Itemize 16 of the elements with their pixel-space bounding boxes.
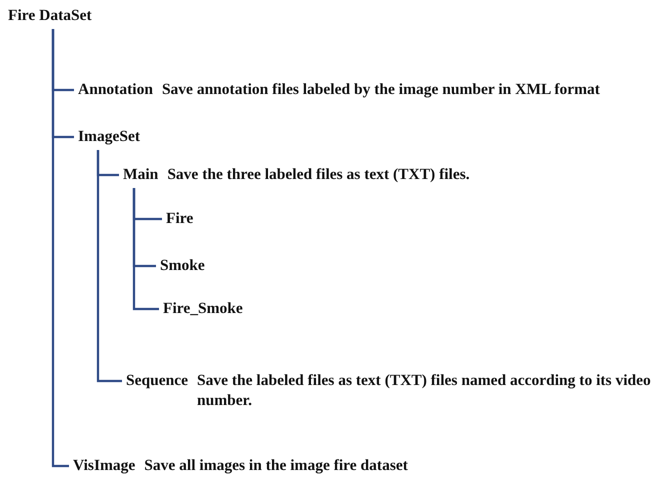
folder-description: Save the labeled files as text (TXT) files named according to its video number. [197,371,652,411]
folder-description: Save all images in the image fire dataset [144,456,408,476]
folder-label: Fire [166,209,194,229]
folder-label: Fire_Smoke [163,299,243,319]
folder-name: Annotation [78,80,153,100]
tree-connector [96,150,122,382]
folder-name: VisImage [73,456,136,476]
folder-name: Sequence [126,371,188,391]
tree-connector [132,188,159,310]
folder-description: Save the three labeled files as text (TXT) files. [167,165,470,185]
folder-label: Fire DataSet [8,6,92,26]
folder-label: Smoke [160,256,205,276]
folder-label: ImageSet [78,127,140,147]
folder-name: Main [123,165,158,185]
folder-description: Save annotation files labeled by the image number in XML format [162,80,600,100]
tree-connector [52,29,69,468]
